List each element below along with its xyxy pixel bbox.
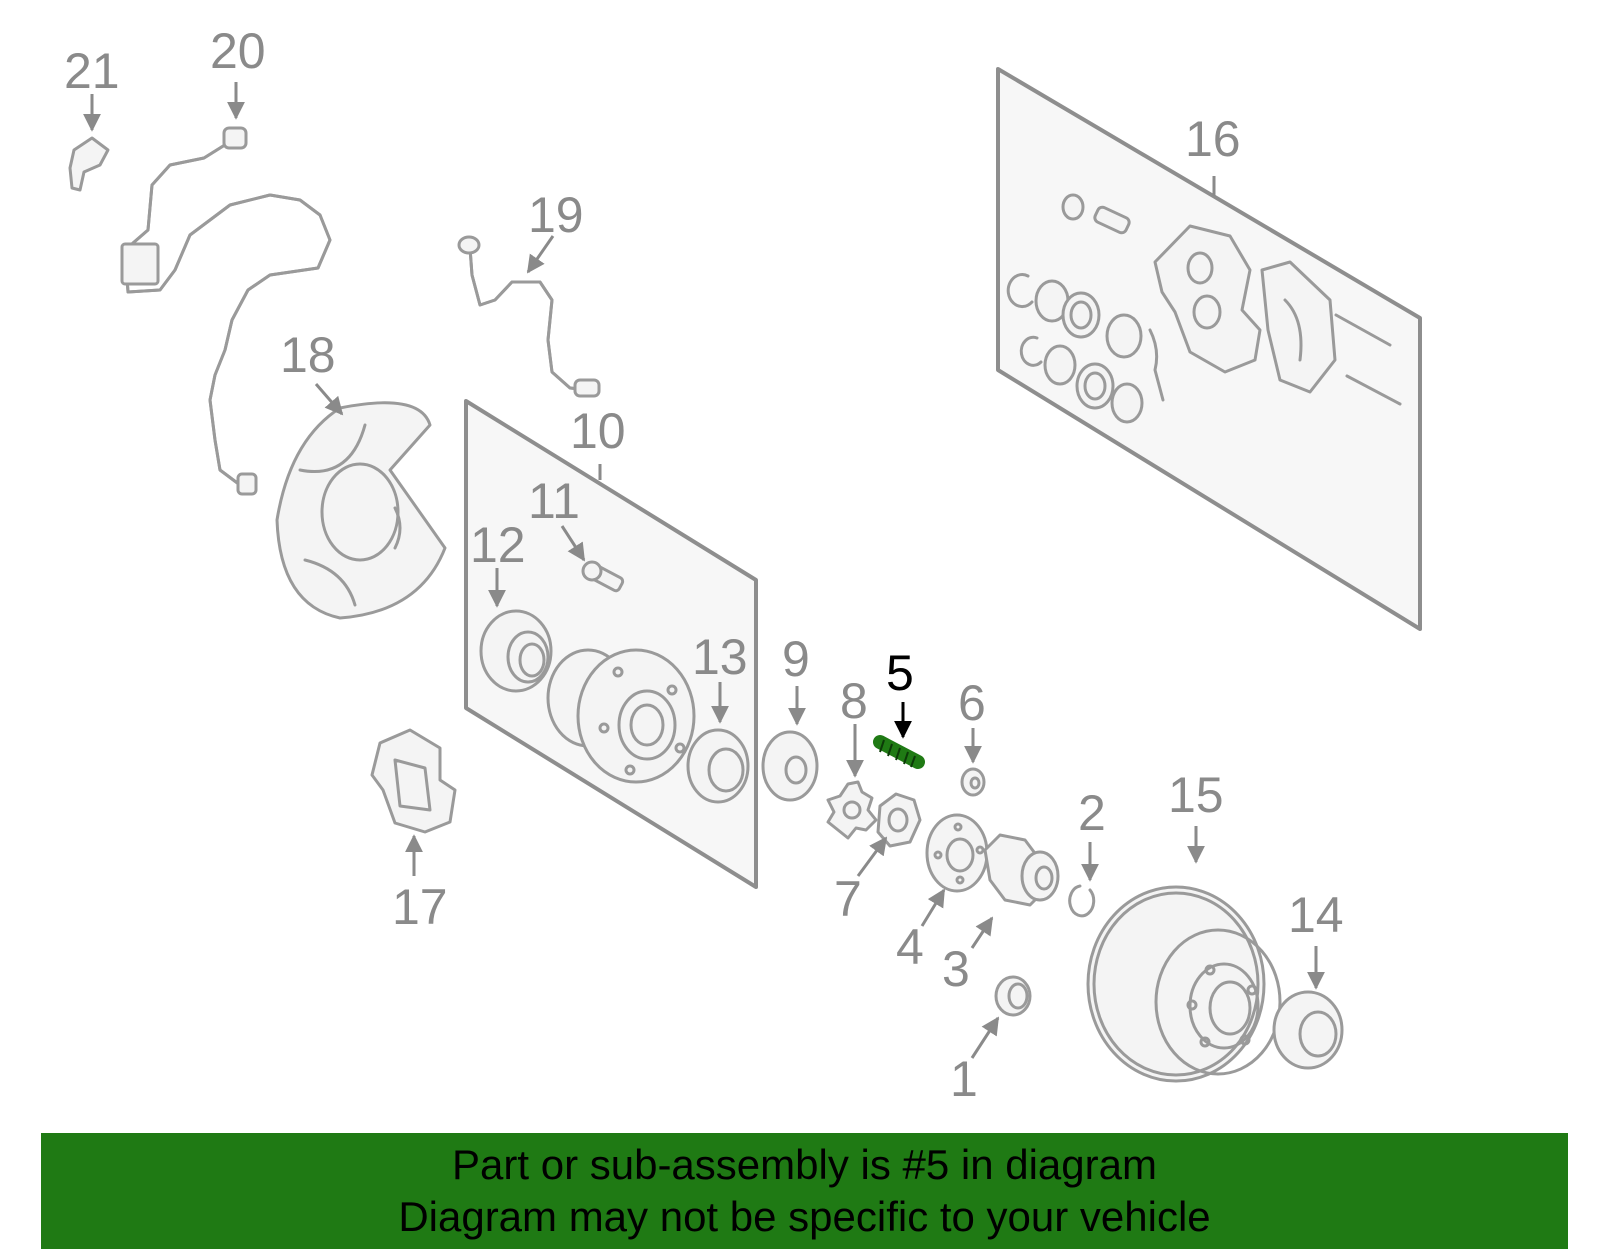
callout-5-highlighted: 5: [886, 645, 914, 701]
callout-14: 14: [1288, 887, 1344, 943]
callout-18: 18: [280, 327, 336, 383]
part-3-drive-flange: [983, 833, 1060, 907]
callout-1: 1: [950, 1051, 978, 1107]
callout-17: 17: [392, 879, 448, 935]
part-4-flange: [925, 813, 989, 893]
part-8-lock-washer: [826, 780, 878, 840]
callout-labels: 21 20 19 18 16 10 11 12 13 9 5 8 6 7 4 3…: [64, 23, 1344, 1107]
part-19-brake-hose: [457, 235, 601, 398]
callout-8: 8: [840, 673, 868, 729]
part-17-bracket: [370, 728, 457, 834]
caliper-kit-panel: [996, 67, 1422, 631]
callout-11: 11: [528, 473, 580, 529]
banner-line-disclaimer: Diagram may not be specific to your vehi…: [398, 1193, 1211, 1240]
info-banner: Part or sub-assembly is #5 in diagram Di…: [41, 1133, 1568, 1249]
callout-19: 19: [528, 187, 584, 243]
callout-7: 7: [834, 871, 862, 927]
part-9-seal: [761, 730, 819, 802]
callout-2: 2: [1078, 785, 1106, 841]
callout-21: 21: [64, 43, 120, 99]
banner-line-part-number: Part or sub-assembly is #5 in diagram: [452, 1141, 1157, 1188]
leader-arrows: [83, 82, 1325, 1059]
part-6-nut: [960, 767, 986, 797]
callout-13: 13: [692, 629, 748, 685]
part-21-clip: [68, 136, 110, 192]
hub-assembly-panel: [464, 399, 758, 889]
part-5-wheel-stud-highlighted: [873, 735, 925, 769]
callout-16: 16: [1185, 111, 1241, 167]
callout-12: 12: [470, 517, 526, 573]
callout-15: 15: [1168, 767, 1224, 823]
callout-6: 6: [958, 675, 986, 731]
part-14-seal: [1272, 990, 1344, 1070]
part-15-brake-rotor: [1086, 885, 1282, 1083]
callout-9: 9: [782, 631, 810, 687]
part-20-abs-sensor-harness: [120, 126, 332, 496]
part-2-snap-ring: [1068, 884, 1096, 918]
callout-4: 4: [896, 919, 924, 975]
part-1-cap: [994, 975, 1032, 1017]
part-7-nut: [876, 792, 922, 848]
callout-3: 3: [942, 941, 970, 997]
part-18-dust-shield: [275, 401, 447, 620]
callout-20: 20: [210, 23, 266, 79]
callout-10: 10: [570, 403, 626, 459]
